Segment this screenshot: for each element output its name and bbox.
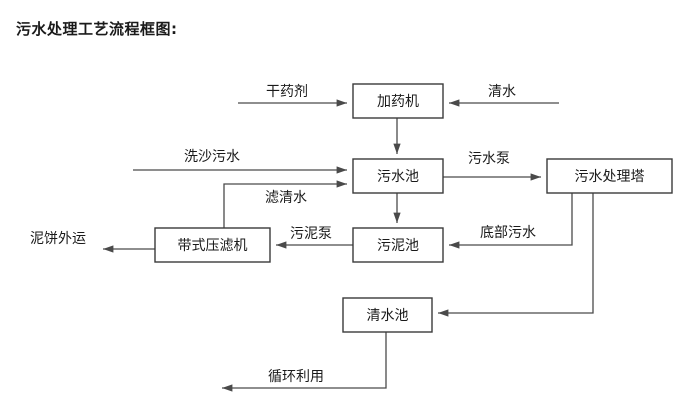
node-dosing-machine[interactable]: 加药机 — [352, 83, 444, 119]
node-sludge-pool[interactable]: 污泥池 — [352, 227, 444, 263]
node-label-sewage-pool: 污水池 — [377, 169, 419, 185]
node-box-sewage-pool — [352, 158, 444, 194]
node-label-sludge-pool: 污泥池 — [377, 238, 419, 254]
node-belt-filter-press[interactable]: 带式压滤机 — [154, 227, 271, 263]
node-label-belt-filter-press: 带式压滤机 — [178, 238, 248, 254]
node-box-treatment-tower — [546, 158, 673, 194]
node-label-treatment-tower: 污水处理塔 — [575, 169, 645, 185]
node-label-clean-water-pool: 清水池 — [367, 308, 409, 324]
edge-label-filtered-water: 滤清水 — [265, 190, 307, 206]
edges-group — [103, 99, 594, 392]
node-box-dosing-machine — [352, 83, 444, 119]
node-sewage-pool[interactable]: 污水池 — [352, 158, 444, 194]
node-box-sludge-pool — [352, 227, 444, 263]
node-label-dosing-machine: 加药机 — [377, 94, 419, 110]
edge-label-sludge-pump: 污泥泵 — [290, 226, 332, 242]
node-box-belt-filter-press — [154, 227, 271, 263]
node-clean-water-pool[interactable]: 清水池 — [342, 297, 433, 333]
edge-tower-to-clean-water-pool — [438, 193, 594, 317]
edge-label-sewage-pump: 污水泵 — [468, 151, 510, 167]
edge-label-clean-water-in: 清水 — [488, 84, 516, 100]
edge-tower-bottom-to-sludge-pool — [449, 193, 573, 249]
edge-label-mud-cake-out: 泥饼外运 — [30, 231, 86, 247]
node-box-clean-water-pool — [342, 297, 433, 333]
edge-clean-water-pool-to-recycle — [222, 332, 387, 392]
edge-label-recycle-use: 循环利用 — [268, 369, 324, 385]
edge-label-sand-wash-sewage: 洗沙污水 — [184, 149, 240, 165]
edge-label-bottom-sewage: 底部污水 — [480, 225, 536, 241]
edge-filtered-water-to-sewage-pool — [223, 180, 347, 228]
node-treatment-tower[interactable]: 污水处理塔 — [546, 158, 673, 194]
edge-label-dry-chemical: 干药剂 — [266, 84, 308, 100]
page-title: 污水处理工艺流程框图: — [16, 20, 178, 38]
